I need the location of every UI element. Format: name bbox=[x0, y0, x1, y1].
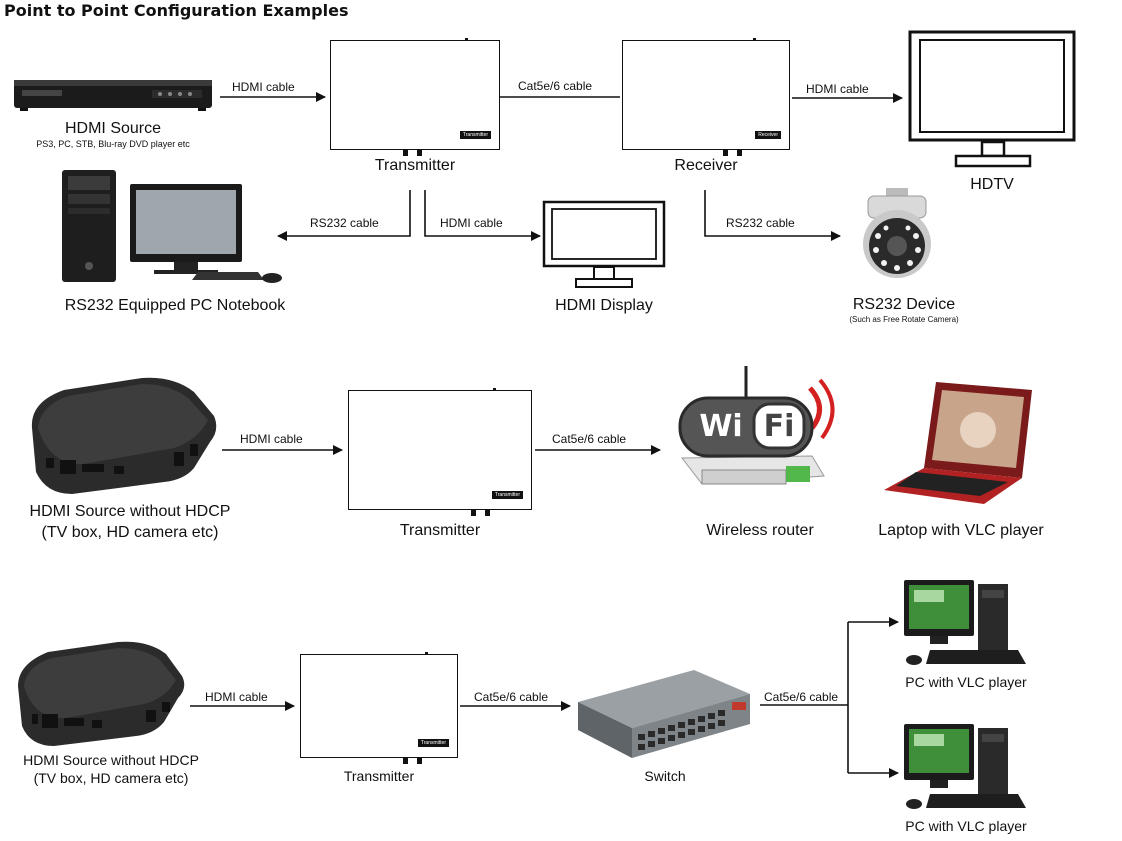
wifi-logo-left: Wi bbox=[699, 409, 743, 444]
transmitter-box: Transmitter bbox=[330, 38, 500, 156]
hdtv-label: HDTV bbox=[970, 176, 1014, 193]
dome-camera-icon bbox=[863, 188, 931, 278]
rs232-device-sublabel: (Such as Free Rotate Camera) bbox=[849, 315, 959, 324]
transmitter-2-label: Transmitter bbox=[399, 522, 481, 539]
pc-vlc-1-icon bbox=[904, 580, 1026, 665]
cable-label-hdmi-1: HDMI cable bbox=[232, 80, 295, 94]
cable-label-hdmi-2: HDMI cable bbox=[806, 82, 869, 96]
switch-label: Switch bbox=[644, 768, 686, 784]
cable-label-cat: Cat5e/6 cable bbox=[518, 79, 593, 93]
laptop-label: Laptop with VLC player bbox=[878, 522, 1044, 539]
receiver-box: Receiver bbox=[622, 38, 790, 156]
rs232-device-label: RS232 Device bbox=[852, 296, 956, 313]
transmitter-3-label: Transmitter bbox=[343, 768, 415, 784]
transmitter-2-tag: Transmitter bbox=[491, 491, 523, 499]
pc-notebook-icon bbox=[62, 170, 282, 283]
receiver-tag: Receiver bbox=[755, 131, 781, 139]
transmitter-2-box: Transmitter bbox=[348, 388, 532, 516]
arrow-rs232-to-device bbox=[704, 190, 841, 241]
hdmi-display-label: HDMI Display bbox=[555, 297, 653, 314]
cable-label-cat-d3-1: Cat5e/6 cable bbox=[474, 690, 549, 704]
tv-box-2-icon bbox=[18, 641, 185, 746]
cable-label-rs232-right: RS232 cable bbox=[726, 216, 795, 230]
transmitter-3-tag: Transmitter bbox=[417, 739, 449, 747]
laptop-icon bbox=[884, 382, 1032, 504]
cable-label-cat-d2: Cat5e/6 cable bbox=[552, 432, 627, 446]
hdmi-source-2-line1: HDMI Source without HDCP bbox=[29, 503, 231, 520]
transmitter-label: Transmitter bbox=[374, 157, 456, 174]
arrow-hdmi-to-display bbox=[424, 190, 541, 241]
receiver-label: Receiver bbox=[674, 157, 738, 174]
page-title: Point to Point Configuration Examples bbox=[4, 1, 349, 20]
bluray-player-icon bbox=[14, 80, 212, 111]
cable-label-hdmi-display: HDMI cable bbox=[440, 216, 503, 230]
hdmi-source-3-line1: HDMI Source without HDCP bbox=[23, 752, 199, 768]
pc-vlc-2-icon bbox=[904, 724, 1026, 809]
cable-label-rs232-left: RS232 cable bbox=[310, 216, 379, 230]
cable-label-hdmi-d2: HDMI cable bbox=[240, 432, 303, 446]
cable-label-cat-d3-2: Cat5e/6 cable bbox=[764, 690, 839, 704]
hdmi-source-2-line2: (TV box, HD camera etc) bbox=[41, 524, 219, 541]
wifi-logo-right: Fi bbox=[763, 409, 795, 444]
hdtv-icon bbox=[908, 30, 1076, 168]
network-switch-icon bbox=[578, 670, 750, 758]
arrow-rs232-to-pc bbox=[277, 190, 411, 241]
cable-label-hdmi-d3: HDMI cable bbox=[205, 690, 268, 704]
tv-box-icon bbox=[31, 377, 217, 494]
pc-vlc-2-label: PC with VLC player bbox=[905, 818, 1027, 834]
pc-vlc-1-label: PC with VLC player bbox=[905, 674, 1027, 690]
hdmi-source-label: HDMI Source bbox=[64, 120, 162, 137]
wireless-router-icon: Wi Fi bbox=[672, 366, 840, 500]
pc-notebook-label: RS232 Equipped PC Notebook bbox=[64, 297, 286, 314]
hdmi-source-3-line2: (TV box, HD camera etc) bbox=[33, 770, 189, 786]
hdmi-source-sublabel: PS3, PC, STB, Blu-ray DVD player etc bbox=[36, 139, 190, 149]
transmitter-3-box: Transmitter bbox=[300, 652, 458, 764]
router-label: Wireless router bbox=[706, 522, 814, 539]
transmitter-tag: Transmitter bbox=[459, 131, 491, 139]
hdmi-display-icon bbox=[542, 200, 666, 288]
